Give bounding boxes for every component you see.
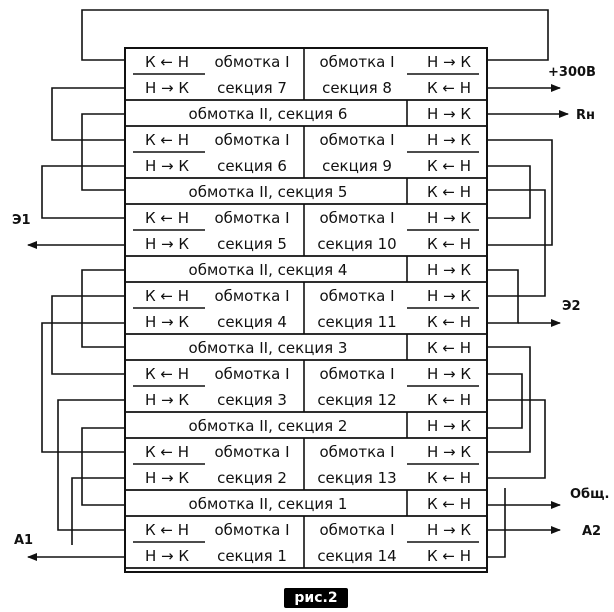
wire <box>51 87 125 141</box>
wire <box>81 427 125 506</box>
cell-text: Н → К <box>145 235 189 253</box>
cell-text: Н → К <box>145 157 189 175</box>
cell-text: обмотка I <box>214 521 289 539</box>
direction-label: Н → К <box>427 105 471 123</box>
table-frame <box>124 47 488 573</box>
cell-text: обмотка I <box>214 365 289 383</box>
cell-text: К ← Н <box>145 131 189 149</box>
figure-caption: рис.2 <box>284 588 348 608</box>
wire <box>81 113 125 191</box>
cell-text: обмотка I <box>214 287 289 305</box>
terminal-e1: Э1 <box>12 213 31 228</box>
cell-text: К ← Н <box>427 157 471 175</box>
direction-label: Н → К <box>427 261 471 279</box>
cell-text: К ← Н <box>145 53 189 71</box>
cell-text: Н → К <box>427 365 471 383</box>
cell-text: секция 6 <box>217 157 287 175</box>
cell-text: обмотка I <box>319 53 394 71</box>
terminal-common: Общ. <box>570 487 609 502</box>
cell-text: обмотка I <box>214 53 289 71</box>
cell-text: К ← Н <box>145 287 189 305</box>
cell-text: Н → К <box>427 209 471 227</box>
cell-text: К ← Н <box>427 391 471 409</box>
terminal-300v: +300В <box>548 65 596 80</box>
cell-text: секция 12 <box>317 391 396 409</box>
cell-text: Н → К <box>145 469 189 487</box>
winding-ii-label: обмотка II, секция 1 <box>189 495 348 513</box>
cell-text: К ← Н <box>427 469 471 487</box>
cell-text: обмотка I <box>319 365 394 383</box>
cell-text: К ← Н <box>145 209 189 227</box>
wire <box>51 295 125 375</box>
cell-text: секция 14 <box>317 547 396 565</box>
cell-text: секция 7 <box>217 79 287 97</box>
wire <box>81 269 125 348</box>
cell-text: обмотка I <box>319 521 394 539</box>
terminal-e2: Э2 <box>562 299 581 314</box>
cell-text: К ← Н <box>145 443 189 461</box>
cell-text: обмотка I <box>214 209 289 227</box>
cell-text: секция 2 <box>217 469 287 487</box>
cell-text: секция 3 <box>217 391 287 409</box>
terminal-a1: А1 <box>14 533 33 548</box>
terminal-a2: А2 <box>582 524 601 539</box>
cell-text: Н → К <box>145 79 189 97</box>
terminal-rn: Rн <box>576 108 595 123</box>
wire <box>41 322 125 453</box>
winding-ii-label: обмотка II, секция 2 <box>189 417 348 435</box>
cell-text: обмотка I <box>319 209 394 227</box>
cell-text: К ← Н <box>427 79 471 97</box>
winding-ii-label: обмотка II, секция 3 <box>189 339 348 357</box>
cell-text: К ← Н <box>427 235 471 253</box>
cell-text: секция 1 <box>217 547 287 565</box>
cell-text: Н → К <box>145 391 189 409</box>
direction-label: К ← Н <box>427 339 471 357</box>
direction-label: К ← Н <box>427 495 471 513</box>
cell-text: К ← Н <box>145 521 189 539</box>
wire <box>487 269 519 324</box>
cell-text: К ← Н <box>427 547 471 565</box>
cell-text: обмотка I <box>214 443 289 461</box>
cell-text: секция 4 <box>217 313 287 331</box>
cell-text: К ← Н <box>145 365 189 383</box>
cell-text: секция 11 <box>317 313 396 331</box>
cell-text: Н → К <box>427 443 471 461</box>
cell-text: Н → К <box>427 287 471 305</box>
cell-text: Н → К <box>427 53 471 71</box>
cell-text: Н → К <box>427 521 471 539</box>
cell-text: Н → К <box>427 131 471 149</box>
cell-text: обмотка I <box>319 287 394 305</box>
cell-text: секция 9 <box>322 157 392 175</box>
cell-text: секция 8 <box>322 79 392 97</box>
cell-text: Н → К <box>145 313 189 331</box>
cell-text: секция 10 <box>317 235 396 253</box>
cell-text: обмотка I <box>319 443 394 461</box>
wire <box>81 9 549 61</box>
wire <box>57 399 125 531</box>
wire <box>487 488 506 558</box>
direction-label: Н → К <box>427 417 471 435</box>
wire <box>71 477 125 545</box>
cell-text: Н → К <box>145 547 189 565</box>
wire <box>487 373 523 429</box>
winding-ii-label: обмотка II, секция 5 <box>189 183 348 201</box>
wire <box>487 165 531 219</box>
wire <box>487 399 546 479</box>
direction-label: К ← Н <box>427 183 471 201</box>
cell-text: секция 5 <box>217 235 287 253</box>
cell-text: секция 13 <box>317 469 396 487</box>
winding-table: К ← Н обмотка I обмотка I Н → К Н → К секция … <box>125 48 487 569</box>
wire <box>487 189 546 297</box>
connection-wires <box>27 9 569 561</box>
winding-ii-label: обмотка II, секция 4 <box>189 261 348 279</box>
cell-text: К ← Н <box>427 313 471 331</box>
wire <box>41 165 125 219</box>
winding-ii-label: обмотка II, секция 6 <box>189 105 348 123</box>
wire <box>487 139 553 246</box>
cell-text: обмотка I <box>319 131 394 149</box>
cell-text: обмотка I <box>214 131 289 149</box>
